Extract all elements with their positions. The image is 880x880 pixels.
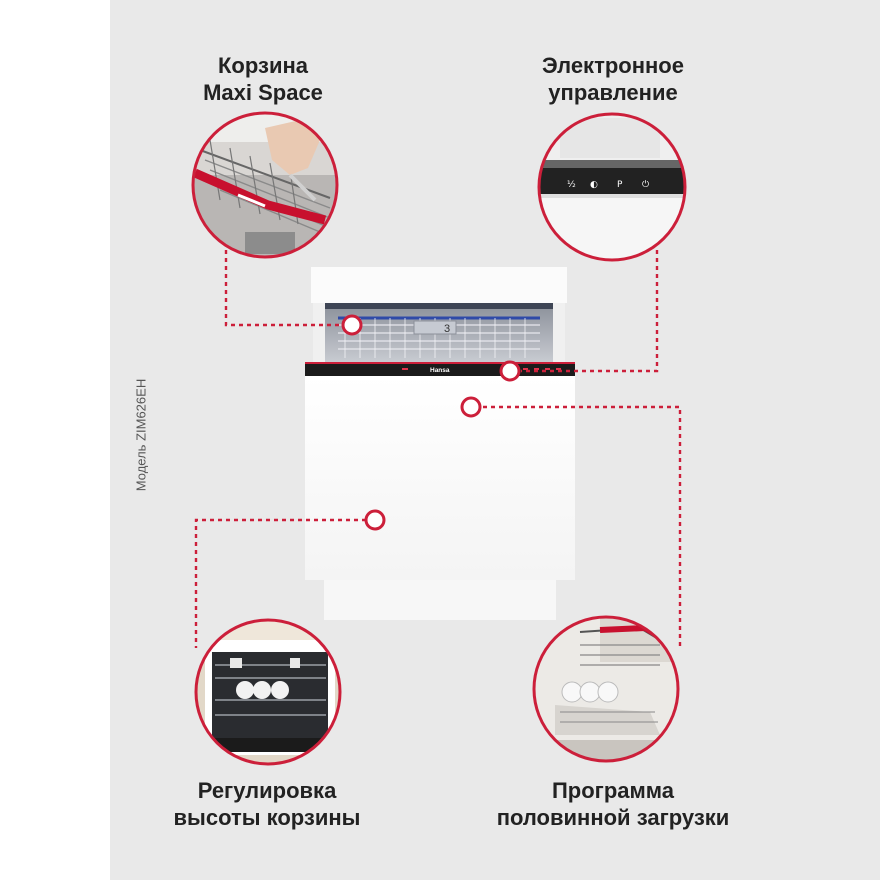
dishwasher-illustration: 3 Hansa (305, 267, 575, 620)
connector-lines (194, 250, 682, 648)
brand-logo: Hansa (430, 367, 450, 374)
cabinet-side-right (553, 303, 565, 363)
connector-basket (224, 250, 343, 327)
countertop (311, 267, 567, 303)
display-digit: 3 (444, 323, 450, 335)
connector-control (521, 250, 659, 373)
feature-title-basket: Корзина Maxi Space (203, 53, 323, 105)
panel-indicators (402, 368, 561, 370)
hotspot-half-load (460, 396, 482, 418)
dishwasher-interior: 3 (325, 303, 553, 363)
connector-half-load (483, 405, 682, 648)
feature-title-control: Электронное управление (542, 53, 684, 105)
hotspot-control (499, 360, 521, 382)
cabinet-side-left (313, 303, 325, 363)
basket-photo (191, 111, 339, 259)
hotspot-height (364, 509, 386, 531)
door-panel (305, 376, 575, 580)
hotspot-markers (341, 314, 521, 531)
control-button-power: ⏻ (642, 179, 649, 190)
feature-title-half-load: Программа половинной загрузки (496, 778, 730, 830)
control-button-half: ½ (567, 180, 576, 190)
hotspot-basket (341, 314, 363, 336)
connector-height (194, 518, 366, 648)
control-button-eco: ◐ (590, 180, 598, 190)
height-photo (194, 618, 342, 766)
control-button-program: P (617, 180, 623, 190)
plinth (324, 580, 556, 620)
feature-title-height: Регулировка высоты корзины (173, 778, 361, 830)
control-photo: ½ ◐ P ⏻ (537, 112, 687, 262)
half-load-photo (532, 615, 680, 763)
